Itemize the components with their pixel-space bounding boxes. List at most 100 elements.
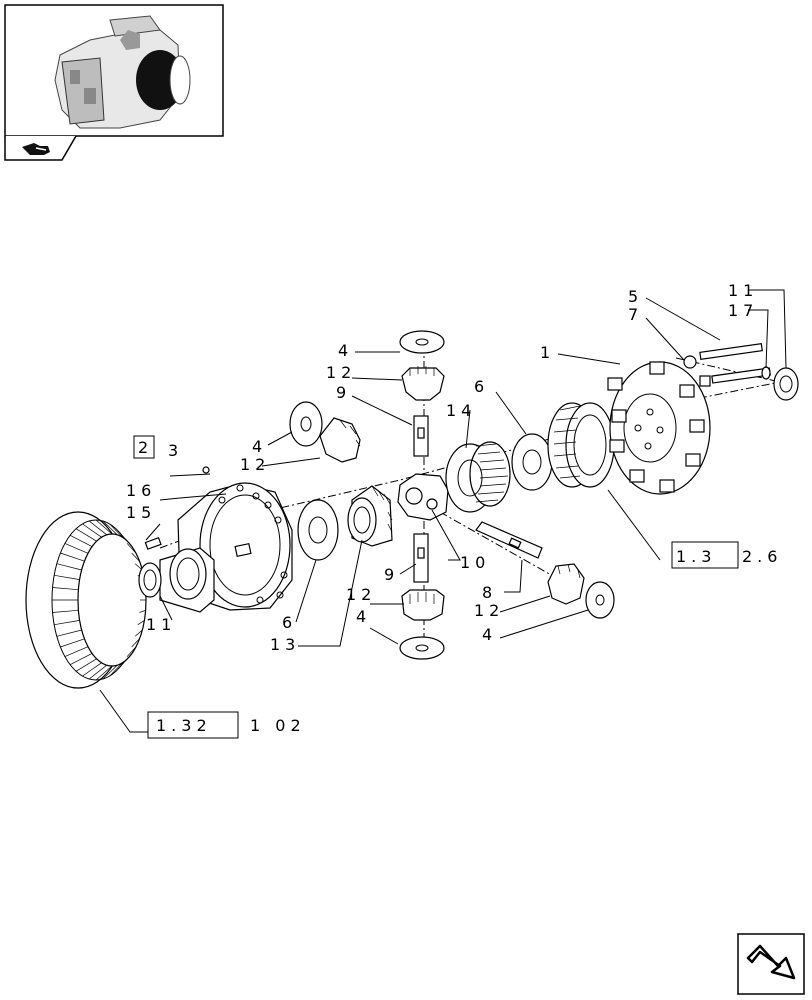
side-gear-13 bbox=[347, 485, 393, 547]
callout-16: 16 bbox=[126, 481, 156, 500]
ring-gear-tooth bbox=[75, 658, 97, 672]
ring-gear-tooth bbox=[126, 543, 137, 554]
plug-3 bbox=[202, 466, 210, 474]
callout-12-top: 12 bbox=[326, 363, 356, 382]
callout-4-top: 4 bbox=[338, 341, 353, 360]
ref-right-rest: 2.6 bbox=[742, 547, 782, 566]
callout-15: 15 bbox=[126, 503, 156, 522]
washer-4-right bbox=[585, 581, 615, 619]
pinion-12-right bbox=[547, 563, 585, 605]
tractor-location-icon bbox=[22, 143, 50, 155]
ring-gear-tooth bbox=[56, 563, 82, 571]
bolt-5 bbox=[683, 343, 763, 369]
thrust-washer-6-right bbox=[511, 433, 553, 491]
callout-12-bottom: 12 bbox=[346, 585, 376, 604]
bearing-assembly bbox=[547, 402, 615, 488]
ring-gear-tooth bbox=[131, 552, 140, 562]
cross-reference-right[interactable]: 1.3 2.6 bbox=[671, 541, 782, 569]
ring-gear-tooth bbox=[102, 520, 118, 536]
callout-6-left: 6 bbox=[282, 613, 297, 632]
callout-labels: 4 12 9 14 4 12 3 16 15 1 6 5 7 11 17 11 … bbox=[126, 281, 758, 654]
ring-gear-tooth bbox=[88, 520, 107, 536]
ring-gear-tooth bbox=[75, 528, 97, 542]
bolt-7 bbox=[699, 367, 771, 387]
ring-gear-tooth bbox=[54, 574, 80, 580]
callout-9-top: 9 bbox=[336, 383, 351, 402]
ref-right-boxed: 1.3 bbox=[676, 547, 716, 566]
callout-7: 7 bbox=[628, 305, 643, 324]
side-gear-14 bbox=[445, 441, 511, 513]
washer-4-top bbox=[399, 330, 445, 354]
callout-1: 1 bbox=[540, 343, 555, 362]
callout-17: 17 bbox=[728, 301, 758, 320]
pinion-12-bottom bbox=[401, 589, 445, 621]
differential-case bbox=[159, 482, 293, 613]
callout-8: 8 bbox=[482, 583, 497, 602]
shaft-9-top bbox=[413, 415, 429, 457]
pinion-12-top bbox=[401, 366, 445, 401]
pinion-12-left bbox=[319, 417, 361, 463]
ref-bottom-rest: 1 02 bbox=[250, 716, 306, 735]
callout-4-right: 4 bbox=[482, 625, 497, 644]
ring-gear-tooth bbox=[95, 519, 113, 535]
callout-11-left: 11 bbox=[146, 615, 176, 634]
ref-bottom-boxed: 1.32 bbox=[156, 716, 212, 735]
thumbnail-panel[interactable] bbox=[4, 4, 224, 161]
washer-17 bbox=[761, 366, 771, 380]
ring-gear-tooth bbox=[121, 535, 133, 547]
ring-gear-tooth bbox=[69, 534, 93, 547]
ring-gear bbox=[25, 511, 147, 689]
ring-gear-tooth bbox=[109, 523, 123, 538]
ring-gear-tooth bbox=[102, 664, 118, 680]
bearing-11-left bbox=[138, 562, 162, 598]
callout-2: 2 bbox=[138, 438, 153, 457]
ring-gear-tooth bbox=[139, 609, 146, 613]
callout-12-left: 12 bbox=[240, 455, 270, 474]
ring-gear-tooth bbox=[60, 638, 85, 648]
ring-gear-tooth bbox=[131, 638, 140, 648]
callout-11-right: 11 bbox=[728, 281, 758, 300]
callout-14: 14 bbox=[446, 401, 476, 420]
ring-gear-tooth bbox=[69, 653, 93, 666]
spider-block-10 bbox=[397, 473, 449, 521]
callout-2-box[interactable]: 2 bbox=[133, 435, 155, 459]
navigation-arrow-icon[interactable] bbox=[737, 933, 805, 995]
callout-4-bottom: 4 bbox=[356, 607, 371, 626]
ring-gear-tooth bbox=[82, 662, 102, 677]
ring-gear-tooth bbox=[52, 609, 79, 613]
ring-gear-tooth bbox=[56, 629, 82, 637]
washer-4-bottom bbox=[399, 636, 445, 660]
ring-gear-tooth bbox=[95, 665, 113, 681]
ring-gear-tooth bbox=[88, 664, 107, 680]
cross-shaft-8 bbox=[475, 521, 543, 559]
callout-12-right: 12 bbox=[474, 601, 504, 620]
ring-gear-tooth bbox=[64, 646, 89, 657]
nut-11-right bbox=[773, 367, 799, 401]
tractor-transmission-thumbnail bbox=[54, 15, 191, 129]
pin-16 bbox=[144, 537, 162, 550]
ring-gear-tooth bbox=[137, 620, 145, 625]
callout-6-right: 6 bbox=[474, 377, 489, 396]
ring-gear-tooth bbox=[115, 658, 128, 672]
callout-3: 3 bbox=[168, 441, 183, 460]
ring-gear-tooth bbox=[64, 543, 89, 554]
half-case-1 bbox=[607, 361, 711, 495]
washer-4-left bbox=[289, 401, 323, 447]
ring-gear-tooth bbox=[52, 587, 79, 591]
leader-lines bbox=[99, 289, 787, 733]
ring-gear-tooth bbox=[134, 629, 143, 637]
callout-13: 13 bbox=[270, 635, 300, 654]
callout-5: 5 bbox=[628, 287, 643, 306]
ring-gear-tooth bbox=[82, 523, 102, 538]
callout-9-bottom: 9 bbox=[384, 565, 399, 584]
ring-gear-tooth bbox=[126, 646, 137, 657]
cross-reference-bottom[interactable]: 1.32 1 02 bbox=[147, 711, 306, 739]
thrust-washer-6-left bbox=[297, 499, 339, 561]
callout-4-left: 4 bbox=[252, 437, 267, 456]
shaft-9-bottom bbox=[413, 533, 429, 583]
ring-gear-tooth bbox=[60, 552, 85, 562]
ring-gear-tooth bbox=[109, 662, 123, 677]
ring-gear-tooth bbox=[54, 620, 80, 626]
callout-10: 10 bbox=[460, 553, 490, 572]
